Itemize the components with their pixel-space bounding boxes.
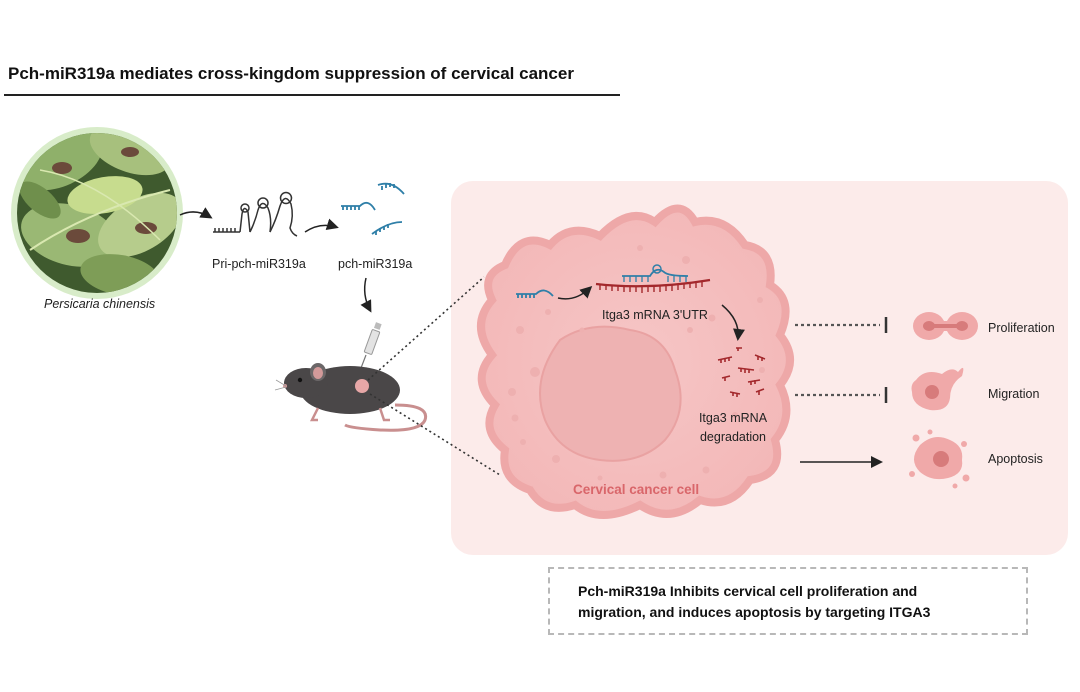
migration-cell-icon (911, 367, 964, 411)
proliferation-label: Proliferation (988, 321, 1055, 335)
summary-line-2: migration, and induces apoptosis by targ… (578, 604, 931, 620)
degradation-label: Itga3 mRNA degradation (694, 409, 772, 447)
proliferation-cell-icon (913, 312, 978, 340)
cell-label: Cervical cancer cell (573, 482, 700, 497)
migration-label: Migration (988, 387, 1040, 401)
zoom-line-bottom (369, 393, 501, 476)
arrow-plant-to-pri (179, 207, 213, 219)
summary-line-1: Pch-miR319a Inhibits cervical cell proli… (578, 583, 918, 599)
nucleus (539, 325, 682, 462)
degradation-label-line-2: degradation (699, 430, 767, 444)
zoom-line-top (367, 276, 485, 381)
pri-mirna-label: Pri-pch-miR319a (212, 257, 306, 271)
mirna-in-cell-icon (516, 289, 554, 298)
cell-speckles (508, 245, 765, 481)
mirna-icon (341, 182, 405, 235)
arrow-to-degradation (721, 304, 745, 341)
apoptosis-cell-icon (909, 429, 970, 489)
plant-species-label: Persicaria chinensis (44, 297, 156, 311)
inhibit-proliferation-line (795, 317, 888, 333)
plant-image (11, 127, 183, 299)
page-title: Pch-miR319a mediates cross-kingdom suppr… (8, 64, 574, 83)
mrna-label: Itga3 mRNA 3'UTR (602, 308, 708, 322)
title-underline (4, 94, 620, 96)
mouse-icon (274, 363, 428, 432)
apoptosis-label: Apoptosis (988, 452, 1043, 466)
degradation-label-line-1: Itga3 mRNA (698, 411, 768, 425)
arrow-mirna-to-mrna (557, 285, 593, 300)
mrna-3utr-icon (595, 264, 711, 293)
arrow-pri-to-mirna (304, 218, 339, 233)
pri-mirna-hairpin-icon (213, 191, 298, 237)
summary-box: Pch-miR319a Inhibits cervical cell proli… (548, 567, 1028, 635)
mirna-label: pch-miR319a (338, 257, 413, 271)
arrow-mirna-to-mouse (360, 277, 372, 313)
summary-text: Pch-miR319a Inhibits cervical cell proli… (578, 581, 930, 623)
mrna-fragments-icon (717, 347, 766, 397)
inhibit-migration-line (795, 387, 888, 403)
syringe-icon (360, 322, 382, 369)
